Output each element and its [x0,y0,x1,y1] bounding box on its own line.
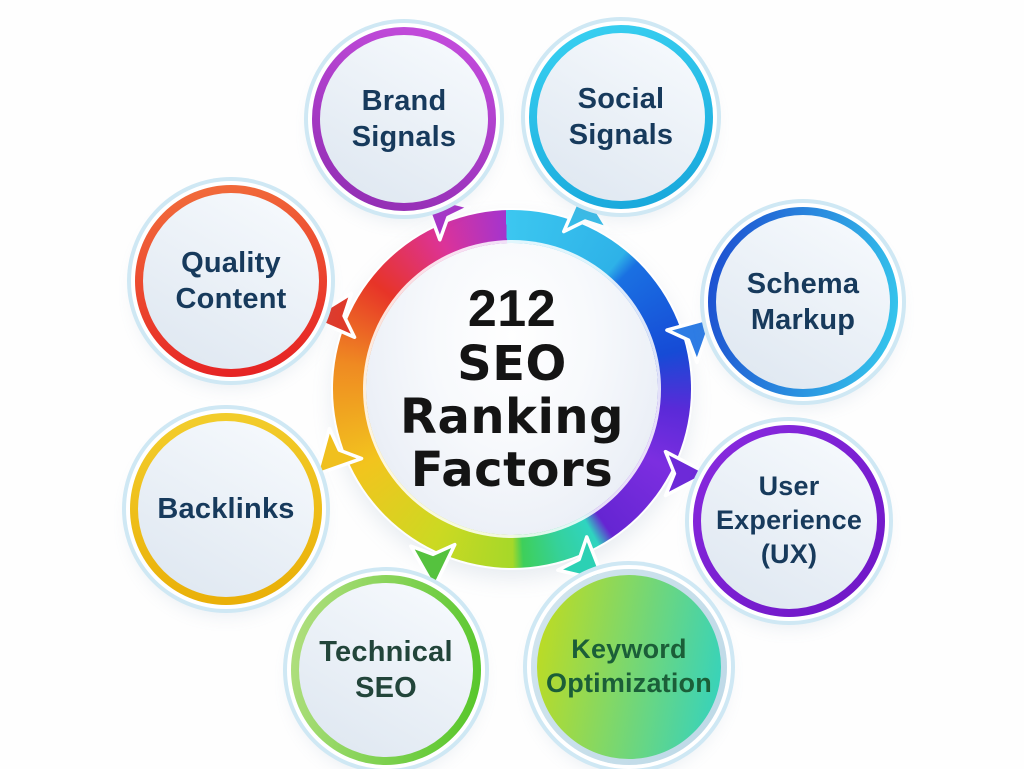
node-fill: User Experience (UX) [701,433,877,609]
node-label: Keyword Optimization [546,634,712,698]
node-fill: Keyword Optimization [537,575,721,759]
node-label: Quality Content [175,246,287,315]
node-fill: Technical SEO [299,583,473,757]
node-label: Brand Signals [351,84,457,153]
hub-title-line-4: Factors [410,441,614,498]
node-quality-content: Quality Content [135,185,327,377]
arrow-icon-quality-content [308,291,357,342]
node-backlinks: Backlinks [130,413,322,605]
hub-ring: 212 SEO Ranking Factors [333,210,691,568]
arrow-icon-keyword-optimization [554,533,620,599]
node-label: Backlinks [157,492,295,525]
node-fill: Brand Signals [320,35,488,203]
arrow-icon-user-experience [662,449,709,498]
hub-title-line-1: 212 [467,280,557,339]
node-label: Technical SEO [319,635,453,704]
node-fill: Social Signals [537,33,705,201]
node-brand-signals: Brand Signals [312,27,496,211]
hub-title-line-3: Ranking [400,389,624,446]
node-fill: Schema Markup [716,215,890,389]
arrow-icon-brand-signals [407,177,473,243]
node-schema-markup: Schema Markup [708,207,898,397]
node-label: Social Signals [568,82,674,151]
node-label: Schema Markup [746,267,860,336]
node-fill: Quality Content [143,193,319,369]
arrow-icon-technical-seo [409,541,459,590]
hub-center-circle: 212 SEO Ranking Factors [366,243,658,535]
hub-title-line-2: SEO [457,336,567,393]
node-label: User Experience (UX) [715,471,863,569]
node-social-signals: Social Signals [529,25,713,209]
node-fill: Backlinks [138,421,314,597]
arrow-icon-social-signals [559,185,610,234]
node-technical-seo: Technical SEO [291,575,481,765]
arrow-icon-backlinks [299,425,365,491]
arrow-icon-schema-markup [663,299,729,365]
node-user-experience-ux: User Experience (UX) [693,425,885,617]
node-keyword-optimization: Keyword Optimization [531,569,727,765]
